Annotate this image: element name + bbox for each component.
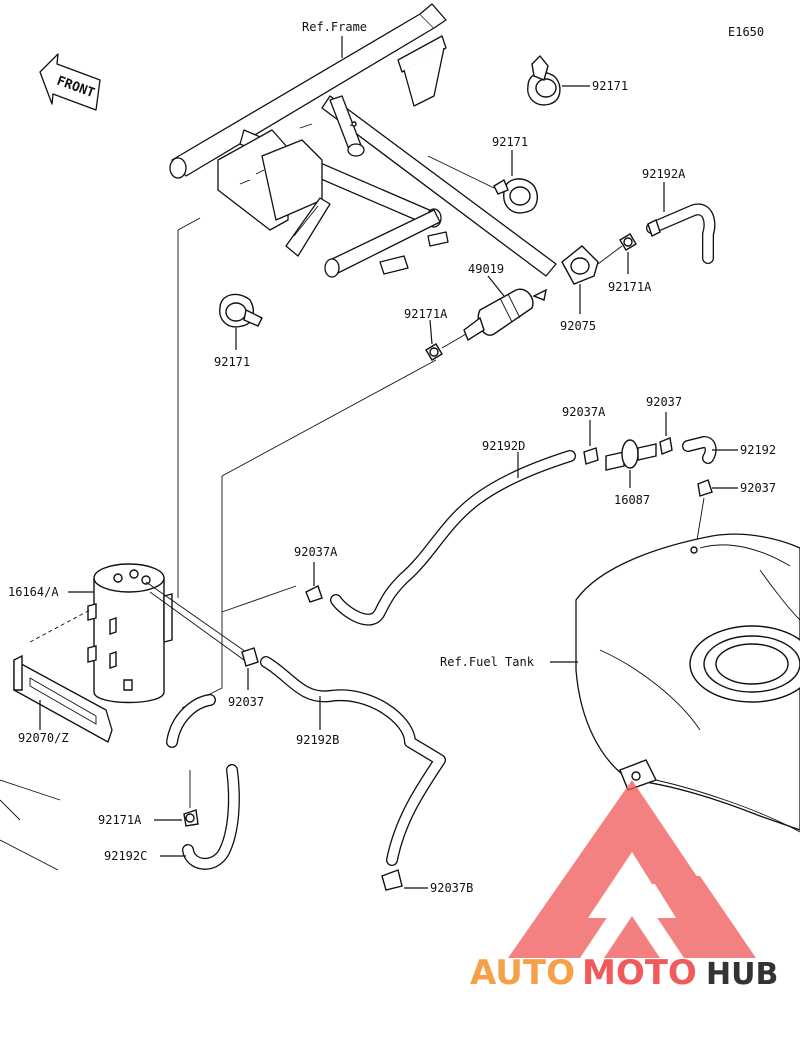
label-92171-mid: 92171 bbox=[492, 135, 528, 149]
label-92171A-mid: 92171A bbox=[404, 307, 448, 321]
hose-92192A bbox=[646, 203, 716, 264]
label-92192D: 92192D bbox=[482, 439, 525, 453]
label-16087: 16087 bbox=[614, 493, 650, 507]
clamp-92171-top-icon bbox=[527, 54, 561, 106]
hose-92192 bbox=[682, 436, 717, 464]
fuel-tank bbox=[575, 533, 800, 833]
label-92037-right: 92037 bbox=[740, 481, 776, 495]
clamp-92171-left-icon bbox=[219, 293, 263, 328]
diagram-code: E1650 bbox=[728, 25, 764, 39]
label-92037-top: 92037 bbox=[646, 395, 682, 409]
label-92171A-right: 92171A bbox=[608, 280, 652, 294]
label-92192B: 92192B bbox=[296, 733, 339, 747]
label-92037B: 92037B bbox=[430, 881, 473, 895]
label-92075: 92075 bbox=[560, 319, 596, 333]
clamp-92037-right-icon bbox=[697, 479, 713, 497]
label-92070: 92070/Z bbox=[18, 731, 69, 745]
holder-92075-icon bbox=[561, 245, 599, 285]
hose-92192D bbox=[330, 450, 576, 626]
clamp-92037-bottom-icon bbox=[241, 647, 259, 667]
clamp-92171A-mid-icon bbox=[425, 343, 443, 361]
fuel-filter-49019-icon bbox=[463, 288, 547, 342]
label-92171-left: 92171 bbox=[214, 355, 250, 369]
label-16164A: 16164/A bbox=[8, 585, 59, 599]
label-49019: 49019 bbox=[468, 262, 504, 276]
front-arrow-icon: FRONT bbox=[39, 53, 101, 111]
hose-92192C bbox=[166, 694, 240, 870]
label-92037-bottom: 92037 bbox=[228, 695, 264, 709]
ref-frame-label: Ref.Frame bbox=[302, 20, 367, 34]
label-92192A: 92192A bbox=[642, 167, 686, 181]
label-92192: 92192 bbox=[740, 443, 776, 457]
clamp-92037-top-icon bbox=[659, 437, 673, 455]
label-92192C: 92192C bbox=[104, 849, 147, 863]
watermark-moto: MOTO bbox=[582, 953, 697, 993]
label-92171A-bottom: 92171A bbox=[98, 813, 142, 827]
clamp-92171-mid-icon bbox=[493, 178, 538, 214]
canister-16164A-icon bbox=[87, 563, 173, 704]
clamp-92037A-top-icon bbox=[583, 447, 599, 465]
label-92171-top: 92171 bbox=[592, 79, 628, 93]
ref-fuel-tank-label: Ref.Fuel Tank bbox=[440, 655, 535, 669]
watermark-logo-icon bbox=[508, 780, 756, 958]
label-92037A-mid: 92037A bbox=[294, 545, 338, 559]
clamp-92171A-bottom-icon bbox=[183, 809, 199, 827]
check-valve-16087-icon bbox=[605, 439, 657, 471]
clamp-92037A-mid-icon bbox=[305, 585, 323, 603]
watermark-hub: HUB bbox=[706, 957, 778, 992]
bracket-92070-icon bbox=[13, 654, 113, 743]
frame-structure bbox=[169, 3, 557, 278]
hose-92192B bbox=[260, 656, 446, 891]
watermark-auto: AUTO bbox=[470, 953, 575, 993]
clamp-92171A-right-icon bbox=[619, 233, 637, 251]
label-92037A-top: 92037A bbox=[562, 405, 606, 419]
